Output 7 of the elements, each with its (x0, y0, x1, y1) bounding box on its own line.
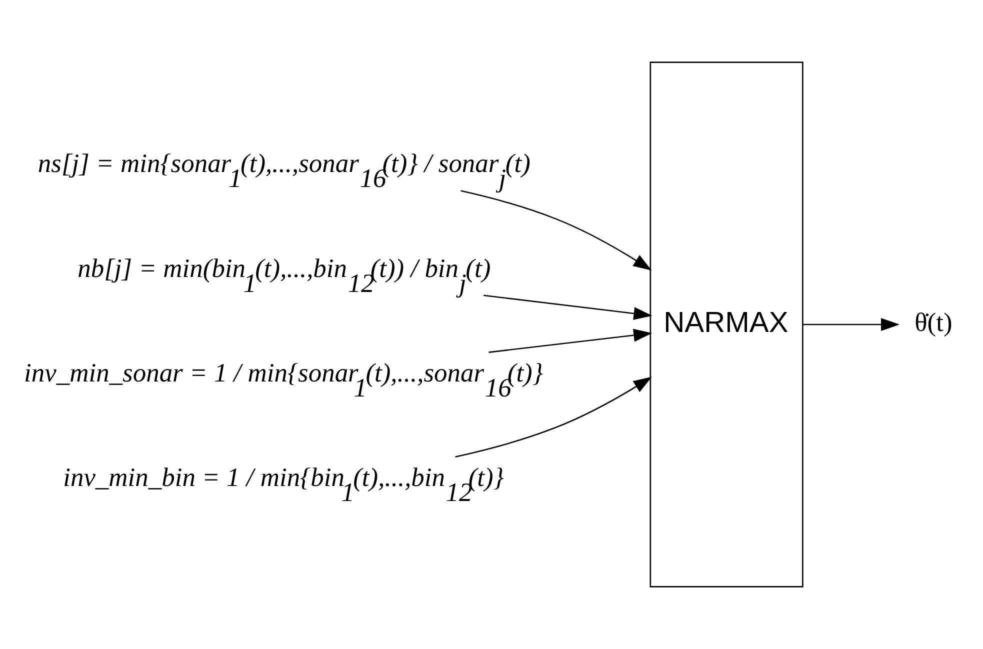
arrow (460, 190, 652, 270)
arrow (488, 328, 652, 353)
arrow (455, 376, 652, 458)
arrow (483, 294, 652, 320)
node-box: NARMAX (650, 62, 804, 588)
node-text: θ̇(t) (914, 307, 952, 338)
arrow (802, 318, 900, 331)
